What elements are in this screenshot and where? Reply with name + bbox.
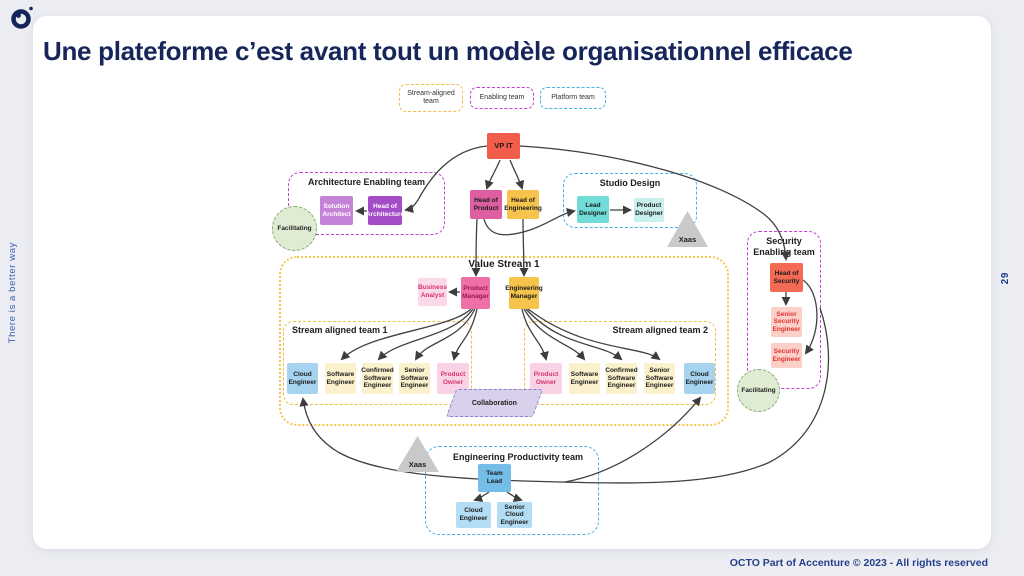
- node-st2-cloud-engineer: Cloud Engineer: [684, 363, 715, 394]
- node-st2-confirmed-software-engineer: Confirmed Software Engineer: [605, 363, 638, 394]
- facilitating-badge-security: Facilitating: [737, 369, 780, 412]
- value-stream-label: Value Stream 1: [468, 259, 540, 270]
- node-team-lead: Team Lead: [478, 464, 511, 492]
- node-head-of-engineering: Head of Engineering: [504, 190, 542, 219]
- node-product-designer: Product Designer: [634, 198, 664, 222]
- node-st1-senior-software-engineer: Senior Software Engineer: [399, 363, 430, 394]
- node-st1-confirmed-software-engineer: Confirmed Software Engineer: [361, 363, 394, 394]
- node-ep-senior-cloud-engineer: Senior Cloud Engineer: [497, 502, 532, 528]
- legend-platform-team: Platform team: [540, 87, 606, 109]
- node-vp-it: VP IT: [487, 133, 520, 159]
- node-st1-cloud-engineer: Cloud Engineer: [287, 363, 318, 394]
- studio-design-label: Studio Design: [599, 178, 661, 188]
- stream-team-2-label: Stream aligned team 2: [612, 325, 708, 335]
- stream-team-1-label: Stream aligned team 1: [292, 325, 388, 335]
- node-head-of-architecture: Head of Architecture: [366, 196, 404, 225]
- xaas-label: Xaas: [678, 235, 697, 244]
- node-lead-designer: Lead Designer: [577, 196, 609, 223]
- tagline: There is a better way: [7, 242, 18, 344]
- facilitating-badge-architecture: Facilitating: [272, 206, 317, 251]
- node-senior-security-engineer: Senior Security Engineer: [771, 307, 802, 337]
- xaas-label: Xaas: [408, 460, 427, 469]
- security-team-label: Security Enabling team: [753, 236, 815, 257]
- node-solution-architect: Solution Architect: [320, 196, 353, 225]
- xaas-triangle-studio: Xaas: [667, 211, 708, 247]
- page-title: Une plateforme c’est avant tout un modèl…: [43, 36, 853, 66]
- productivity-team-label: Engineering Productivity team: [452, 452, 584, 462]
- collaboration-label: Collaboration: [471, 399, 518, 407]
- node-st2-software-engineer: Software Engineer: [569, 363, 600, 394]
- octo-logo-icon: [8, 4, 36, 37]
- node-st2-senior-software-engineer: Senior Software Engineer: [644, 363, 675, 394]
- page-number: 29: [1000, 272, 1011, 285]
- legend-enabling-team: Enabling team: [470, 87, 534, 109]
- architecture-team-label: Architecture Enabling team: [307, 177, 426, 187]
- legend-stream-aligned-team: Stream-aligned team: [399, 84, 463, 112]
- node-head-of-product: Head of Product: [470, 190, 502, 219]
- node-head-of-security: Head of Security: [770, 263, 803, 292]
- node-engineering-manager: Engineering Manager: [505, 277, 543, 309]
- node-business-analyst: Business Analyst: [418, 278, 447, 306]
- node-security-engineer: Security Engineer: [771, 343, 802, 368]
- xaas-triangle-productivity: Xaas: [396, 436, 439, 472]
- node-product-manager: Product Manager: [461, 277, 490, 309]
- collaboration-shape: Collaboration: [445, 389, 544, 417]
- footer-copyright: OCTO Part of Accenture © 2023 - All righ…: [729, 557, 988, 569]
- node-st1-software-engineer: Software Engineer: [325, 363, 356, 394]
- node-ep-cloud-engineer: Cloud Engineer: [456, 502, 491, 528]
